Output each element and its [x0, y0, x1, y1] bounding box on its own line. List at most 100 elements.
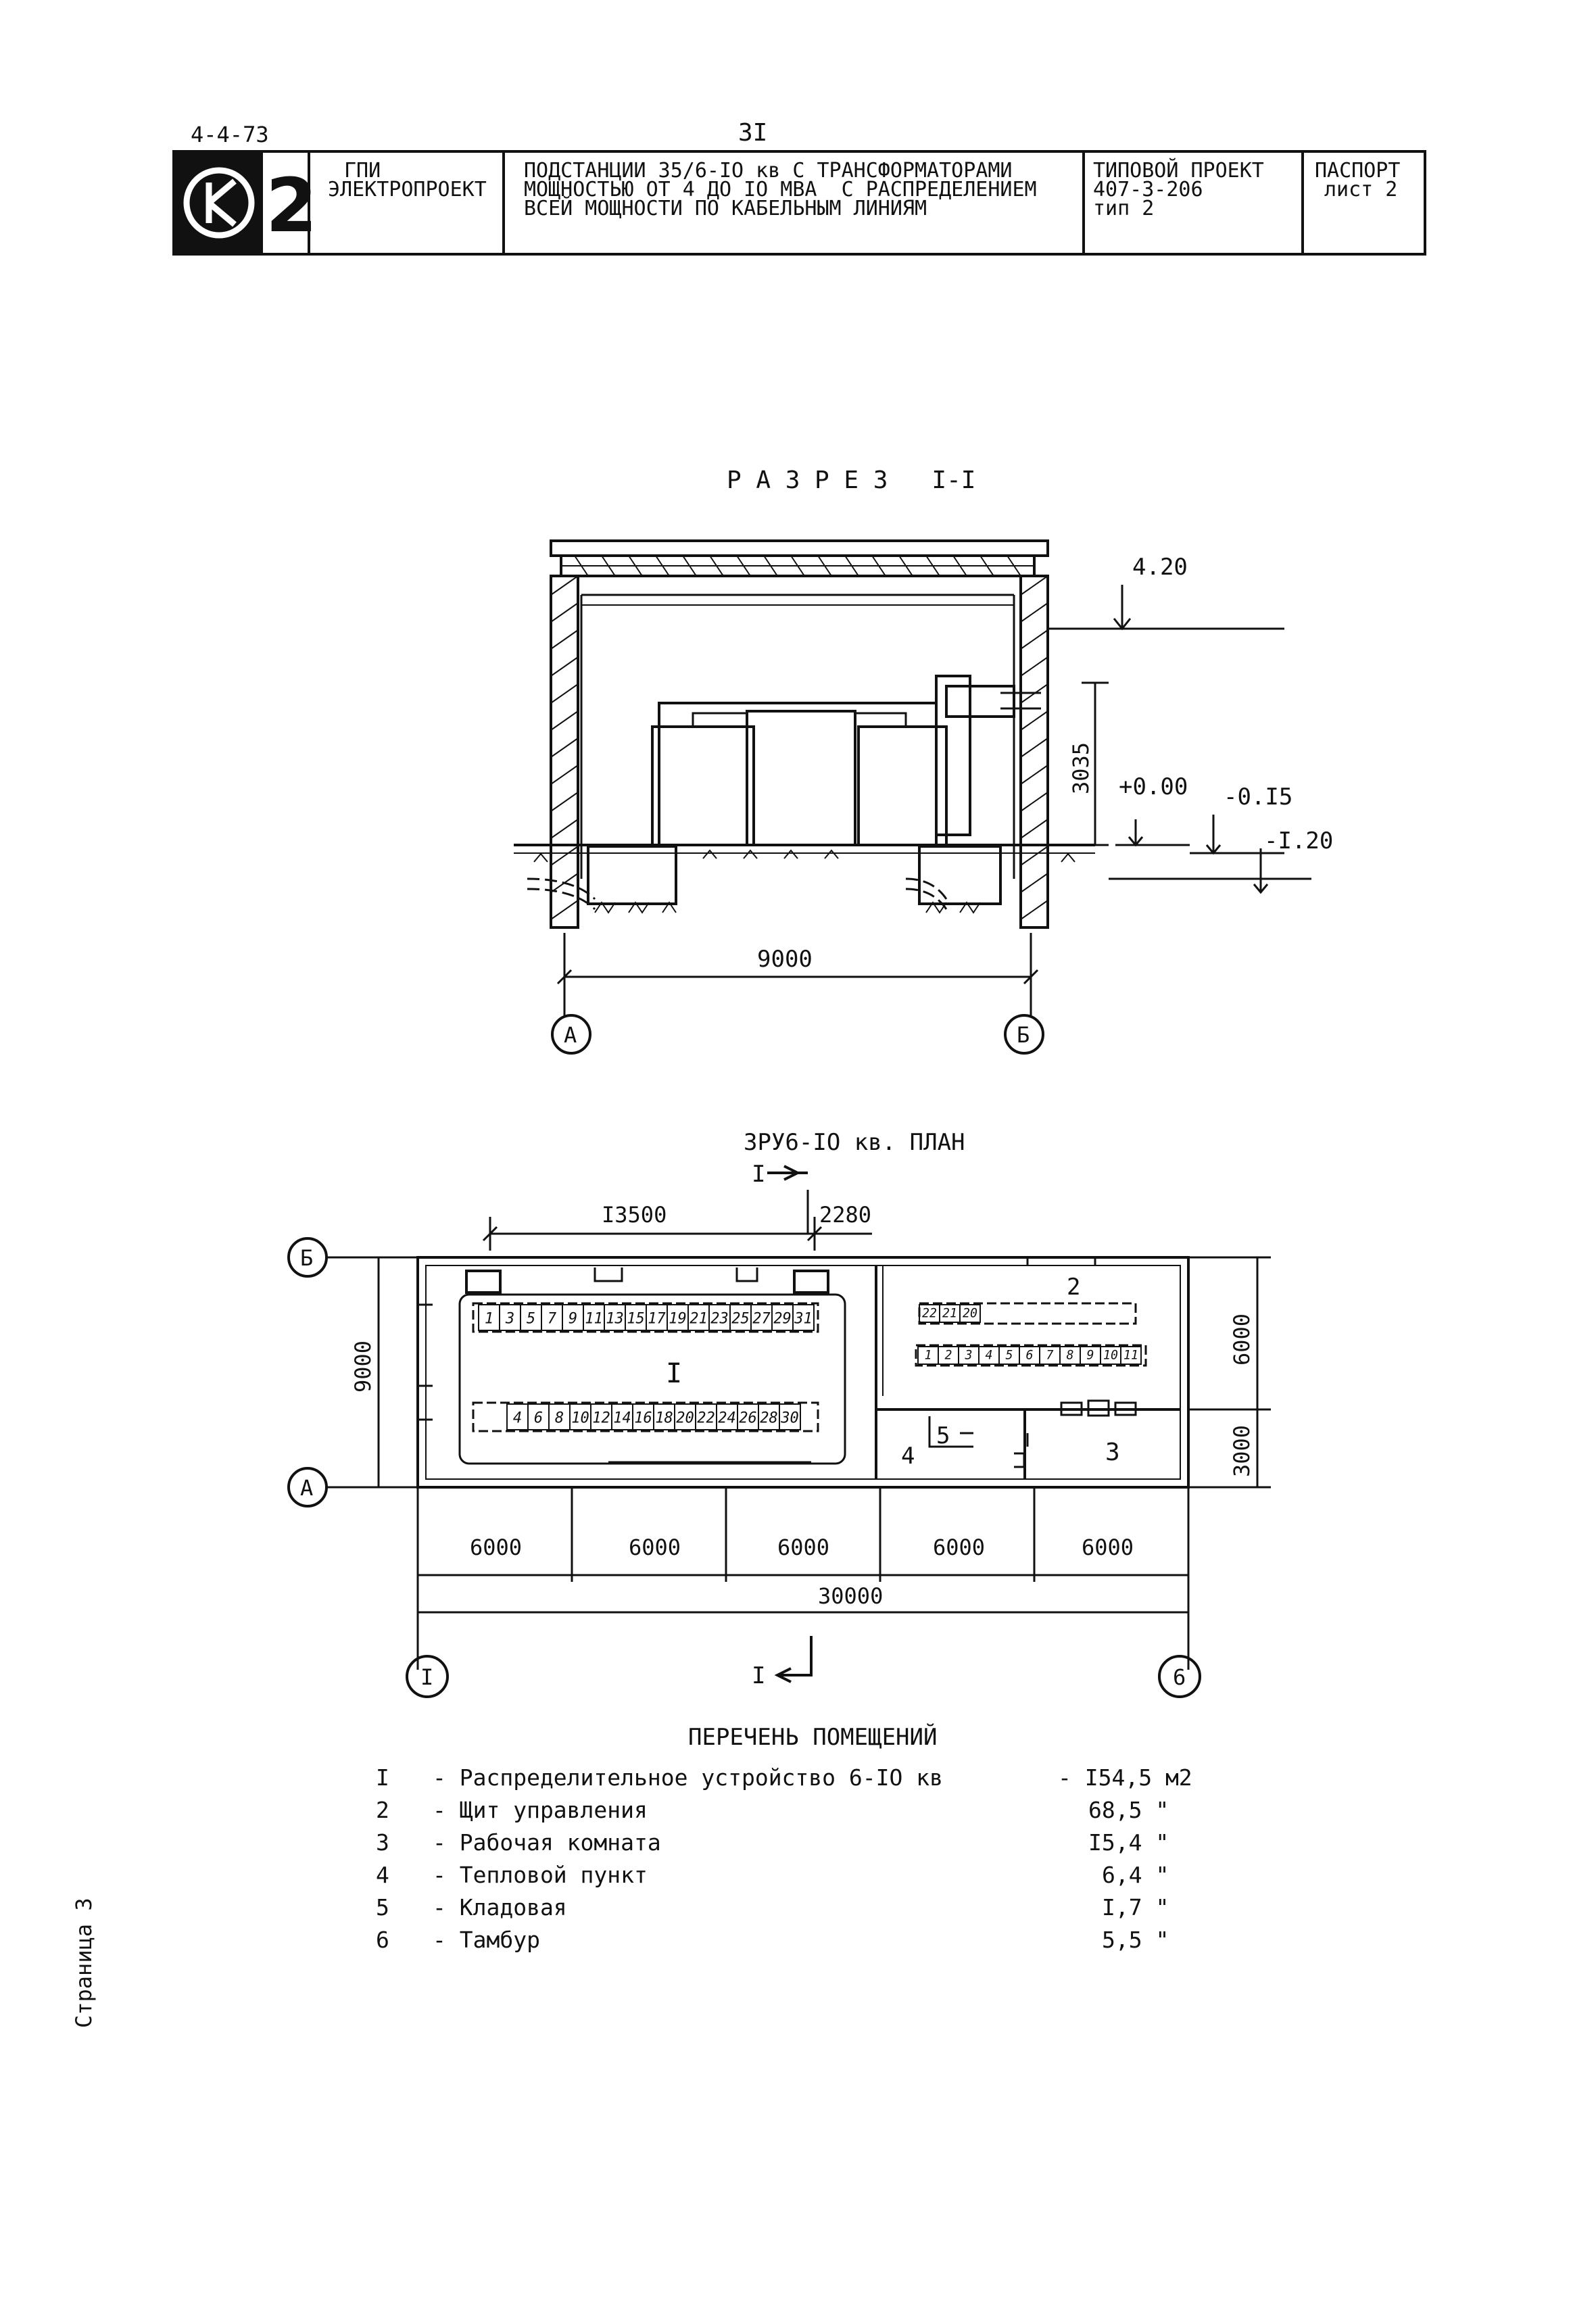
top-row-cell-number: 31 [794, 1310, 813, 1327]
room-area: 5,5 " [1102, 1927, 1169, 1953]
bottom-row-cell-number: 26 [739, 1409, 757, 1426]
plan-dim-bottom-5: 6000 [1082, 1535, 1134, 1560]
panel-row-cell-number: 3 [965, 1349, 973, 1363]
panel-row-cell-number: 11 [1123, 1349, 1138, 1363]
level-minus120-label: -I.20 [1264, 827, 1333, 854]
panel-top-cell-number: 21 [942, 1307, 957, 1321]
section-axis-a: А [564, 1022, 577, 1048]
bottom-row-cell-number: 14 [613, 1409, 631, 1426]
sheet-line2: лист 2 [1324, 178, 1398, 201]
room-area: I5,4 " [1088, 1829, 1169, 1856]
title-line2: МОЩНОСТЬЮ ОТ 4 ДО IO МВА С РАСПРЕДЕЛЕНИЕ… [524, 178, 1037, 201]
room-row-1: I - Распределительное устройство 6-IO кв… [365, 1764, 1244, 1797]
room-num: I [376, 1764, 389, 1791]
plan-cut-label-bottom: I [752, 1662, 765, 1689]
bottom-row-cell-number: 12 [592, 1409, 610, 1426]
room-name: - Рабочая комната [433, 1829, 661, 1856]
top-row-cell-number: 13 [606, 1310, 624, 1327]
room-row-3: 3 - Рабочая комната I5,4 " [365, 1829, 1244, 1862]
level-minus015-label: -0.I5 [1224, 783, 1292, 811]
page-number: 3I [738, 119, 768, 147]
plan-dim-bottom-2: 6000 [629, 1535, 681, 1560]
plan-dim-2280: 2280 [819, 1202, 871, 1228]
plan-dim-right-3000: 3000 [1229, 1425, 1255, 1477]
plan-cut-label-top: I [752, 1161, 765, 1188]
bottom-row-cell-number: 22 [697, 1409, 715, 1426]
level-zero-label: +0.00 [1119, 773, 1188, 800]
bottom-row-cell-number: 24 [718, 1409, 736, 1426]
title-block: СК 2 ГПИ ЭЛЕКТРОПРОЕКТ ПОДСТАНЦИИ 35/6-I… [172, 150, 1426, 256]
project-line1: ТИПОВОЙ ПРОЕКТ [1093, 159, 1264, 183]
room-area: I,7 " [1102, 1894, 1169, 1921]
room-row-2: 2 - Щит управления 68,5 " [365, 1797, 1244, 1829]
room-area: 68,5 " [1088, 1797, 1169, 1823]
panel-row-cell-number: 7 [1046, 1349, 1054, 1363]
top-row-cell-number: 15 [627, 1310, 645, 1327]
plan-axis-6: 6 [1173, 1664, 1186, 1690]
panel-row-cell-number: 6 [1026, 1349, 1034, 1363]
room-row-6: 6 - Тамбур 5,5 " [365, 1927, 1244, 1959]
room-area: - I54,5 м2 [1058, 1764, 1192, 1791]
room-row-5: 5 - Кладовая I,7 " [365, 1894, 1244, 1927]
top-row-cell-number: 5 [527, 1310, 535, 1327]
level-top-label: 4.20 [1132, 554, 1188, 581]
bottom-row-cell-number: 20 [676, 1409, 694, 1426]
panel-row-cell-number: 10 [1103, 1349, 1118, 1363]
room-num: 2 [376, 1797, 389, 1823]
bottom-row-cell-number: 6 [534, 1409, 543, 1426]
bottom-row-cell-number: 30 [780, 1409, 799, 1426]
top-row-cell-number: 3 [505, 1310, 514, 1327]
top-row-cell-number: 11 [585, 1310, 603, 1327]
panel-top-cell [959, 1304, 981, 1323]
room-num: 3 [376, 1829, 389, 1856]
rooms-title: ПЕРЕЧЕНЬ ПОМЕЩЕНИЙ [688, 1724, 938, 1751]
room-name: - Тамбур [433, 1927, 540, 1953]
panel-row-cell-number: 4 [986, 1349, 993, 1363]
room3-label: 3 [1105, 1439, 1120, 1466]
project-line3: тип 2 [1093, 197, 1155, 220]
room-row-4: 4 - Тепловой пункт 6,4 " [365, 1862, 1244, 1894]
title-line1: ПОДСТАНЦИИ 35/6-IO кв С ТРАНСФОРМАТОРАМИ [524, 159, 1013, 183]
plan-dim-bottom-3: 6000 [777, 1535, 829, 1560]
plan-axis-a: А [300, 1475, 313, 1501]
room5-label: 5 [936, 1422, 950, 1449]
room-num: 4 [376, 1862, 389, 1888]
top-row-cell-number: 21 [690, 1310, 708, 1327]
title-line3: ВСЕЙ МОЩНОСТИ ПО КАБЕЛЬНЫМ ЛИНИЯМ [524, 197, 927, 220]
plan-dim-right-6000: 6000 [1229, 1313, 1255, 1366]
project-line2: 407-3-206 [1093, 178, 1203, 201]
bottom-row-cell-number: 18 [655, 1409, 673, 1426]
top-row-cell-number: 23 [710, 1310, 729, 1327]
top-row-cell-number: 7 [548, 1310, 557, 1327]
logo-mark-icon [183, 167, 255, 239]
top-row-cell-number: 9 [569, 1310, 577, 1327]
room-name: - Распределительное устройство 6-IO кв [433, 1764, 943, 1791]
height-dim-label: 3035 [1068, 742, 1094, 794]
plan-dim-bottom-4: 6000 [933, 1535, 985, 1560]
bottom-row-cell [779, 1403, 801, 1430]
plan-dim-13500: I3500 [602, 1202, 667, 1228]
room-name: - Щит управления [433, 1797, 648, 1823]
panel-row-cell [1120, 1346, 1142, 1365]
room1-label: I [666, 1358, 682, 1389]
bottom-row-cell-number: 4 [513, 1409, 522, 1426]
panel-row-cell-number: 5 [1006, 1349, 1013, 1363]
org-line1: ГПИ [344, 159, 381, 183]
panel-top-cell-number: 20 [963, 1307, 977, 1321]
top-row-cell-number: 17 [648, 1310, 666, 1327]
bottom-row-cell-number: 10 [571, 1409, 589, 1426]
plan-dim-bottom-1: 6000 [470, 1535, 522, 1560]
section-width-label: 9000 [757, 946, 813, 973]
plan-dim-left-9000: 9000 [350, 1341, 376, 1393]
top-row-cell-number: 1 [485, 1310, 493, 1327]
room-name: - Тепловой пункт [433, 1862, 648, 1888]
panel-row-cell-number: 8 [1067, 1349, 1074, 1363]
top-row-cell [792, 1304, 815, 1331]
logo: СК [175, 153, 263, 253]
top-row-cell-number: 27 [752, 1310, 771, 1327]
bottom-row-cell-number: 28 [760, 1409, 778, 1426]
bottom-row-cell-number: 8 [555, 1409, 564, 1426]
plan-title: ЗРУ6-IO кв. ПЛАН [744, 1129, 965, 1156]
room-num: 5 [376, 1894, 389, 1921]
top-row-cell-number: 19 [669, 1310, 687, 1327]
